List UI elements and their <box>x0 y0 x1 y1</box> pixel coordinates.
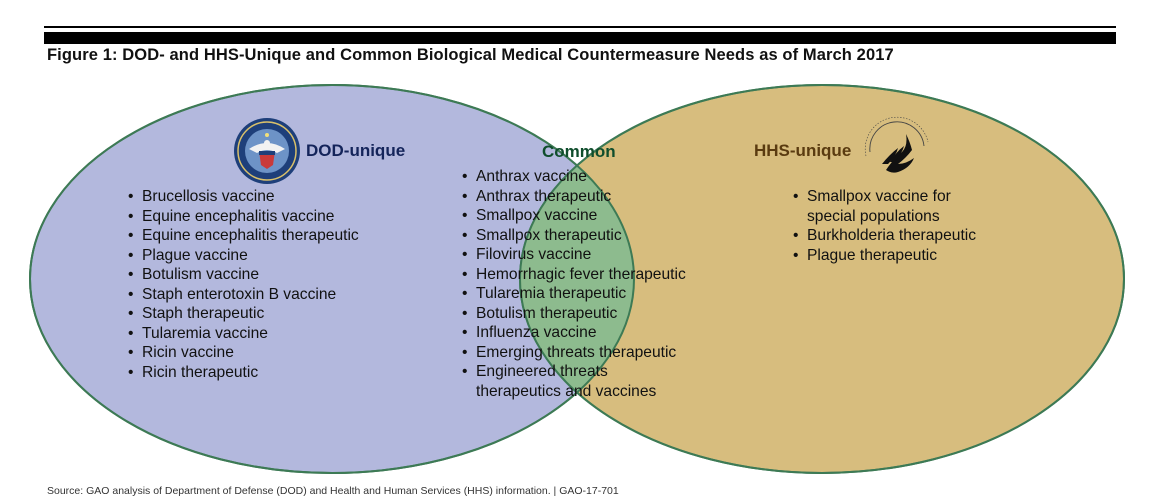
dod-seal-icon <box>234 118 300 184</box>
list-item: Hemorrhagic fever therapeutic <box>462 265 686 285</box>
title-bar <box>44 32 1116 44</box>
list-item: Equine encephalitis therapeutic <box>128 226 359 246</box>
hhs-unique-heading: HHS-unique <box>754 141 852 160</box>
list-item: Botulism therapeutic <box>462 304 686 324</box>
list-item: Smallpox therapeutic <box>462 226 686 246</box>
hhs-seal-icon <box>864 116 929 173</box>
list-item: Brucellosis vaccine <box>128 187 359 207</box>
list-item: Emerging threats therapeutic <box>462 343 686 363</box>
list-item: Influenza vaccine <box>462 323 686 343</box>
list-item: Anthrax therapeutic <box>462 187 686 207</box>
list-item: Equine encephalitis vaccine <box>128 207 359 227</box>
list-item: Tularemia therapeutic <box>462 284 686 304</box>
list-item: Staph enterotoxin B vaccine <box>128 285 359 305</box>
dod-unique-list: Brucellosis vaccine Equine encephalitis … <box>128 187 359 382</box>
list-item: Smallpox vaccine <box>462 206 686 226</box>
list-item: Plague therapeutic <box>793 246 976 266</box>
list-item: Plague vaccine <box>128 246 359 266</box>
dod-unique-heading: DOD-unique <box>306 141 406 160</box>
common-heading: Common <box>542 142 616 161</box>
list-item: Tularemia vaccine <box>128 324 359 344</box>
list-item: Ricin therapeutic <box>128 363 359 383</box>
list-item: Anthrax vaccine <box>462 167 686 187</box>
source-note: Source: GAO analysis of Department of De… <box>47 485 619 497</box>
list-item: Smallpox vaccine for special populations <box>793 187 976 226</box>
common-list: Anthrax vaccine Anthrax therapeutic Smal… <box>462 167 686 401</box>
list-item: Ricin vaccine <box>128 343 359 363</box>
list-item: Filovirus vaccine <box>462 245 686 265</box>
list-item: Botulism vaccine <box>128 265 359 285</box>
top-rule <box>44 26 1116 28</box>
list-item: Staph therapeutic <box>128 304 359 324</box>
figure-title: Figure 1: DOD- and HHS-Unique and Common… <box>47 46 894 64</box>
hhs-unique-list: Smallpox vaccine for special populations… <box>793 187 976 265</box>
list-item: Burkholderia therapeutic <box>793 226 976 246</box>
list-item: Engineered threats therapeutics and vacc… <box>462 362 686 401</box>
